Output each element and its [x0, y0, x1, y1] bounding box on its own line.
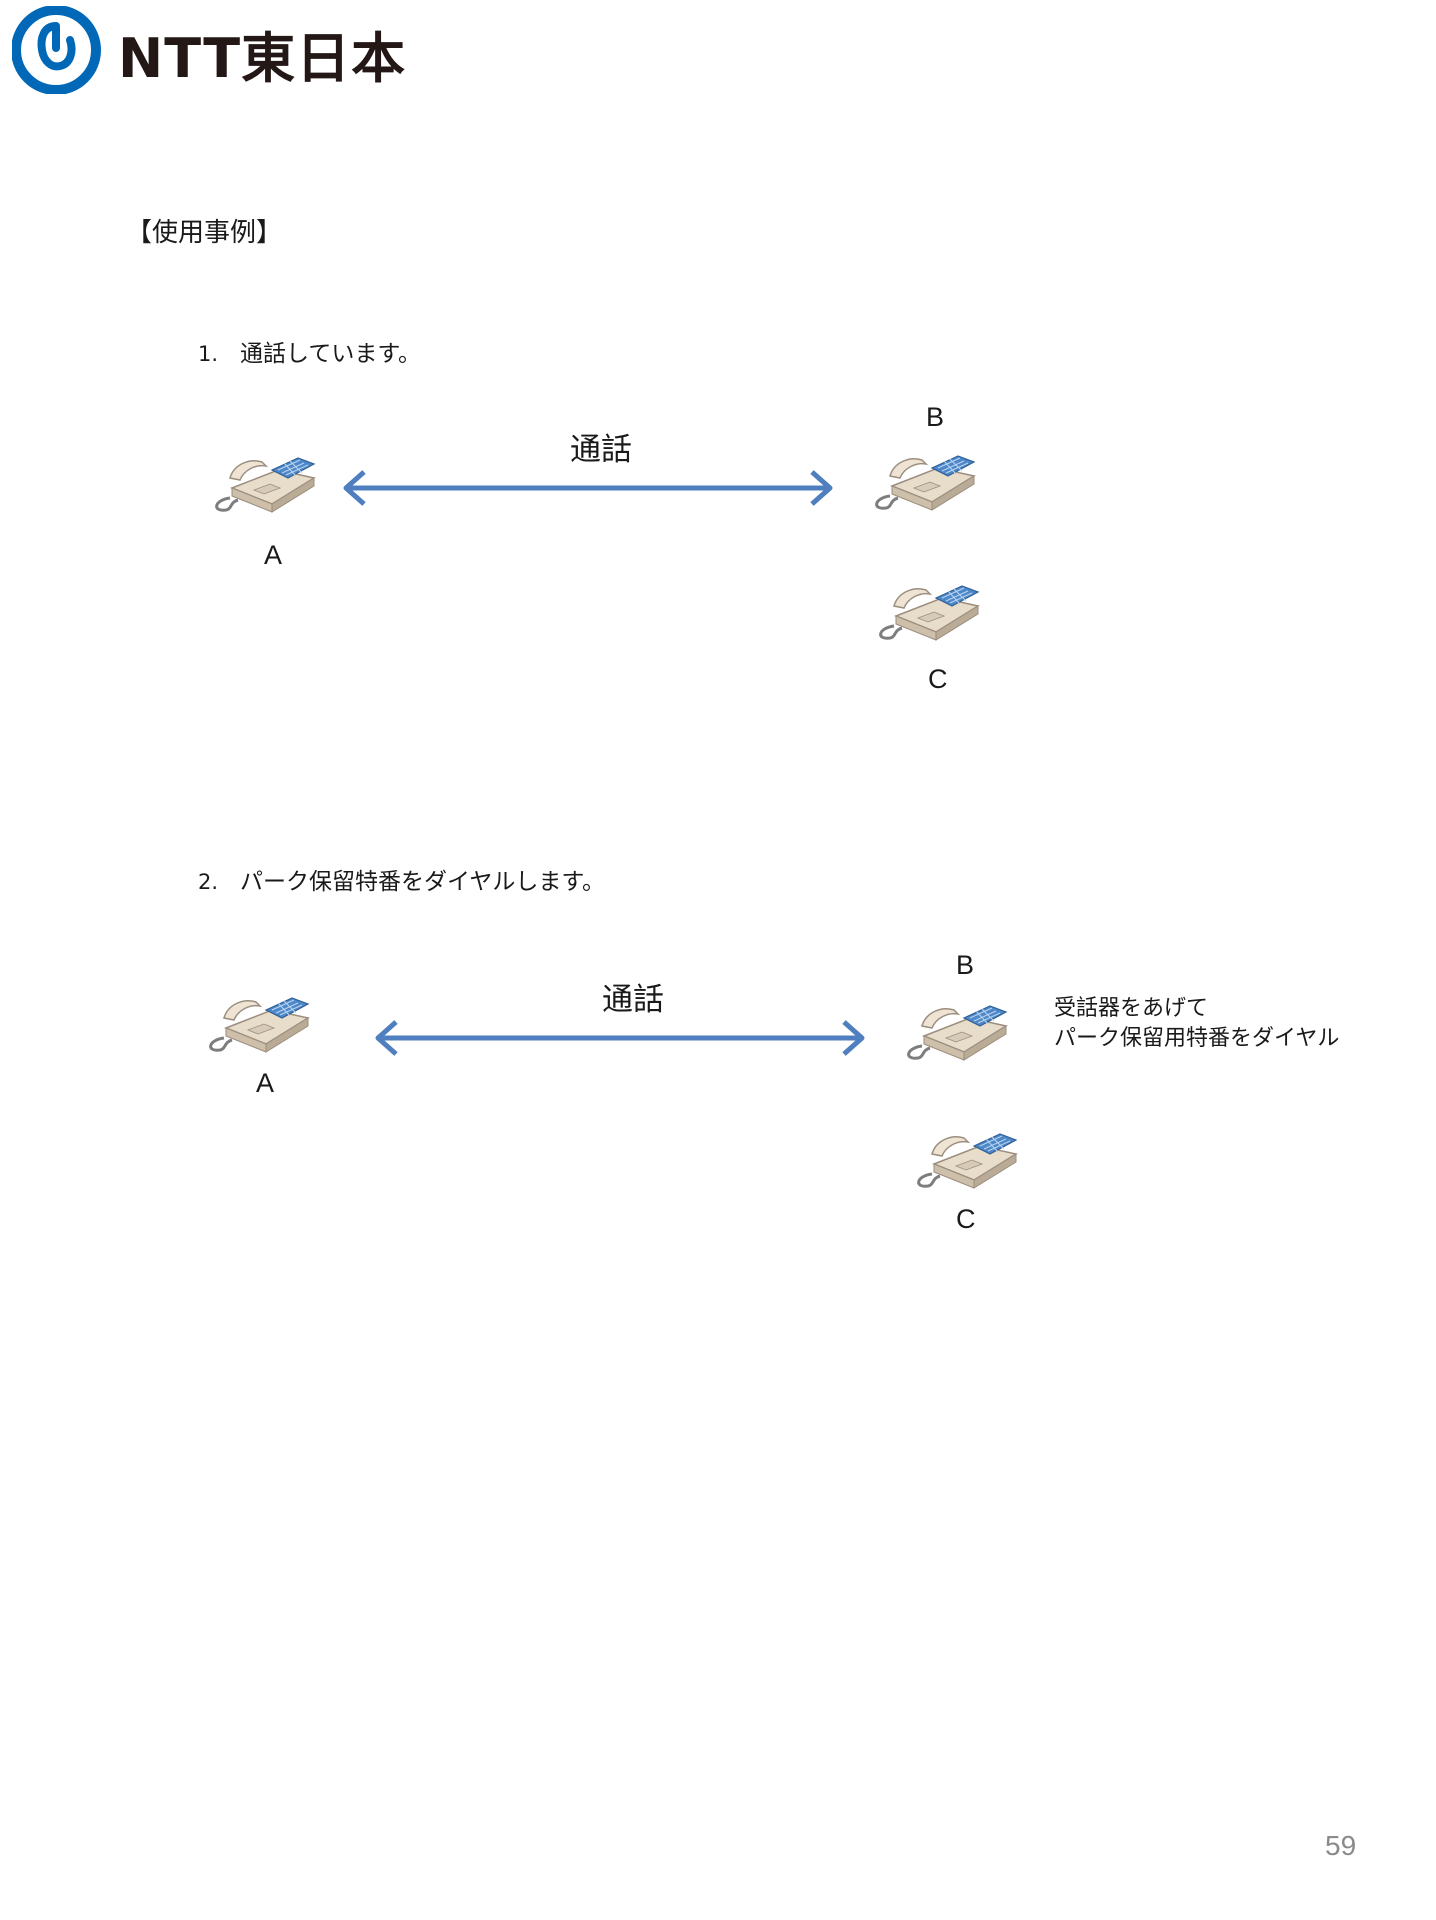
step-1-text: 通話しています。 [240, 341, 422, 367]
step-1-number: 1. [198, 342, 219, 366]
phone-label-a: A [264, 540, 283, 570]
telephone-icon [210, 448, 320, 514]
telephone-icon [902, 996, 1012, 1062]
page-number: 59 [1325, 1830, 1357, 1861]
phone-label-c: C [928, 664, 948, 694]
telephone-icon [204, 988, 314, 1054]
ntt-logo-icon [12, 6, 101, 94]
telephone-icon [870, 446, 980, 512]
phone-label-c: C [956, 1204, 976, 1234]
step-2-caption: 2. パーク保留特番をダイヤルします。 [198, 862, 605, 896]
call-label: 通話 [602, 982, 664, 1018]
double-arrow-icon [375, 1020, 865, 1056]
logo-text: NTT東日本 [118, 27, 407, 90]
step-1-caption: 1. 通話しています。 [198, 334, 421, 368]
step-2-text: パーク保留特番をダイヤルします。 [240, 869, 606, 895]
phone-label-b: B [956, 950, 975, 980]
phone-label-a: A [256, 1068, 275, 1098]
note-line-1: 受話器をあげて [1054, 996, 1209, 1021]
double-arrow-icon [343, 470, 833, 506]
call-label: 通話 [570, 432, 632, 468]
phone-label-b: B [926, 402, 945, 432]
step-2-number: 2. [198, 870, 219, 894]
note-line-2: パーク保留用特番をダイヤル [1054, 1026, 1340, 1051]
page-heading: 【使用事例】 [126, 218, 283, 248]
instruction-note: 受話器をあげて パーク保留用特番をダイヤル [1054, 994, 1339, 1054]
telephone-icon [874, 576, 984, 642]
telephone-icon [912, 1124, 1022, 1190]
